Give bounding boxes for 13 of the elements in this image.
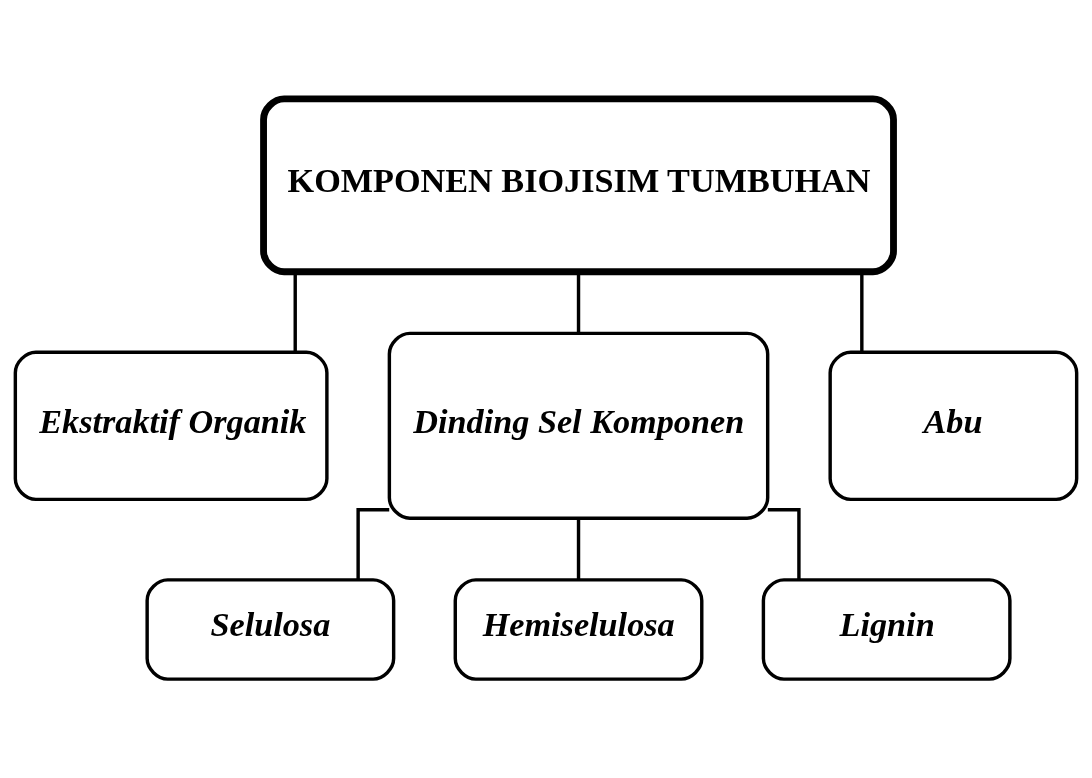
node-box: Lignin	[761, 578, 1012, 681]
connector	[356, 507, 390, 580]
node-box: Abu	[828, 350, 1079, 502]
connector	[576, 518, 581, 580]
node-box: Hemiselulosa	[453, 578, 704, 681]
connector	[860, 272, 864, 352]
node-box: KOMPONEN BIOJISIM TUMBUHAN	[260, 95, 897, 276]
node-box: Dinding Sel Komponen	[387, 331, 770, 520]
connector	[576, 272, 581, 333]
connector	[293, 272, 297, 352]
node-box: Ekstraktif Organik	[13, 350, 329, 502]
node-box: Selulosa	[145, 578, 396, 681]
connector	[767, 507, 801, 580]
